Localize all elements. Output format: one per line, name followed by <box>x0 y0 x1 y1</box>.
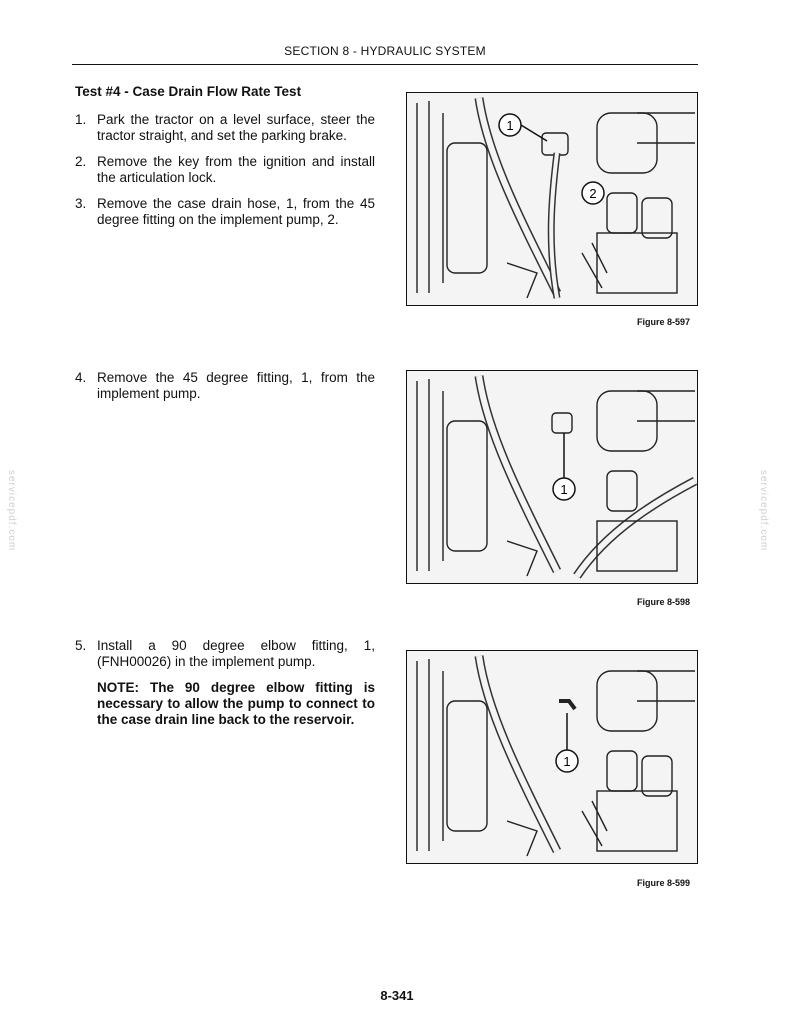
watermark-left: servicepdf.com <box>6 470 17 552</box>
figure-8-597-photo: 1 2 <box>406 92 698 306</box>
svg-text:1: 1 <box>506 118 513 133</box>
svg-text:2: 2 <box>589 186 596 201</box>
callout-1-marker: 1 <box>552 433 576 501</box>
steps-group-1: 1. Park the tractor on a level surface, … <box>75 112 375 238</box>
pump-photo-illustration: 1 <box>407 651 697 863</box>
watermark-right: servicepdf.com <box>758 470 769 552</box>
figure-8-598-photo: 1 <box>406 370 698 584</box>
pump-photo-illustration: 1 <box>407 371 697 583</box>
svg-text:1: 1 <box>560 482 567 497</box>
callout-1-marker: 1 <box>555 713 579 773</box>
step-text: Remove the case drain hose, 1, from the … <box>97 196 375 227</box>
step-text: Remove the key from the ignition and ins… <box>97 154 375 185</box>
step-number: 4. <box>75 370 87 385</box>
step-3: 3. Remove the case drain hose, 1, from t… <box>75 196 375 228</box>
step-5: 5. Install a 90 degree elbow fitting, 1,… <box>75 638 375 670</box>
step-number: 3. <box>75 196 87 211</box>
note-text: NOTE: The 90 degree elbow fitting is nec… <box>97 680 375 727</box>
pump-photo-illustration: 1 2 <box>407 93 697 305</box>
step-text: Remove the 45 degree fitting, 1, from th… <box>97 370 375 401</box>
step-2: 2. Remove the key from the ignition and … <box>75 154 375 186</box>
figure-caption: Figure 8-597 <box>636 317 690 327</box>
step-number: 5. <box>75 638 87 653</box>
step-number: 2. <box>75 154 87 169</box>
section-title: SECTION 8 - HYDRAULIC SYSTEM <box>284 44 486 58</box>
step-text: Install a 90 degree elbow fitting, 1, (F… <box>97 638 375 669</box>
figure-caption: Figure 8-598 <box>636 597 690 607</box>
callout-1-marker: 1 <box>498 113 548 142</box>
test-title: Test #4 - Case Drain Flow Rate Test <box>75 84 302 99</box>
step-1: 1. Park the tractor on a level surface, … <box>75 112 375 144</box>
section-header: SECTION 8 - HYDRAULIC SYSTEM <box>72 44 698 65</box>
figure-8-599-photo: 1 <box>406 650 698 864</box>
steps-group-2: 4. Remove the 45 degree fitting, 1, from… <box>75 370 375 412</box>
steps-group-3: 5. Install a 90 degree elbow fitting, 1,… <box>75 638 375 728</box>
step-number: 1. <box>75 112 87 127</box>
page-number: 8-341 <box>380 988 414 1003</box>
figure-caption: Figure 8-599 <box>636 878 690 888</box>
step-4: 4. Remove the 45 degree fitting, 1, from… <box>75 370 375 402</box>
callout-2-marker: 2 <box>581 181 605 205</box>
svg-text:1: 1 <box>563 754 570 769</box>
step-text: Park the tractor on a level surface, ste… <box>97 112 375 143</box>
